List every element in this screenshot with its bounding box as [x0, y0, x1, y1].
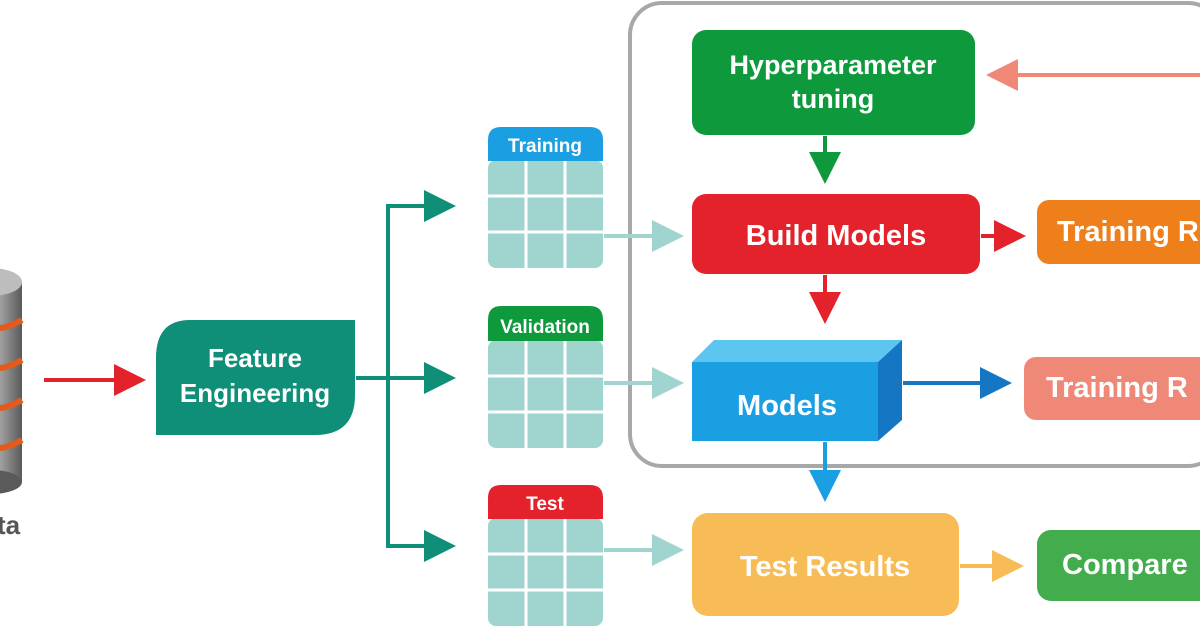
compare-label: Compare — [1062, 549, 1188, 581]
training-results-top-node — [1037, 200, 1200, 264]
hyperparameter-line1: Hyperparameter — [729, 50, 937, 80]
test-results-label: Test Results — [740, 551, 910, 583]
build-models-label: Build Models — [746, 220, 926, 252]
training-results-mid-node — [1024, 357, 1200, 420]
models-node — [692, 340, 902, 441]
feature-engineering-line2: Engineering — [180, 378, 330, 408]
build-models-node — [692, 194, 980, 274]
feature-engineering-line1: Feature — [208, 343, 302, 373]
test-results-node — [692, 513, 959, 616]
split-arrows — [356, 190, 456, 562]
training-split-label: Training — [508, 136, 582, 157]
test-split-label: Test — [526, 494, 564, 515]
hyperparameter-line2: tuning — [792, 84, 874, 114]
validation-split-table — [488, 306, 603, 448]
test-split-table — [488, 485, 603, 626]
training-results-top-label: Training R — [1057, 216, 1199, 248]
validation-split-label: Validation — [500, 317, 590, 338]
training-results-mid-label: Training R — [1046, 372, 1188, 404]
feature-engineering-node — [156, 320, 355, 435]
models-label: Models — [737, 390, 837, 422]
training-split-table — [488, 127, 603, 268]
compare-node — [1037, 530, 1200, 601]
hyperparameter-tuning-node — [692, 30, 975, 135]
database-icon — [0, 268, 24, 494]
data-source-label: ta — [0, 510, 21, 540]
